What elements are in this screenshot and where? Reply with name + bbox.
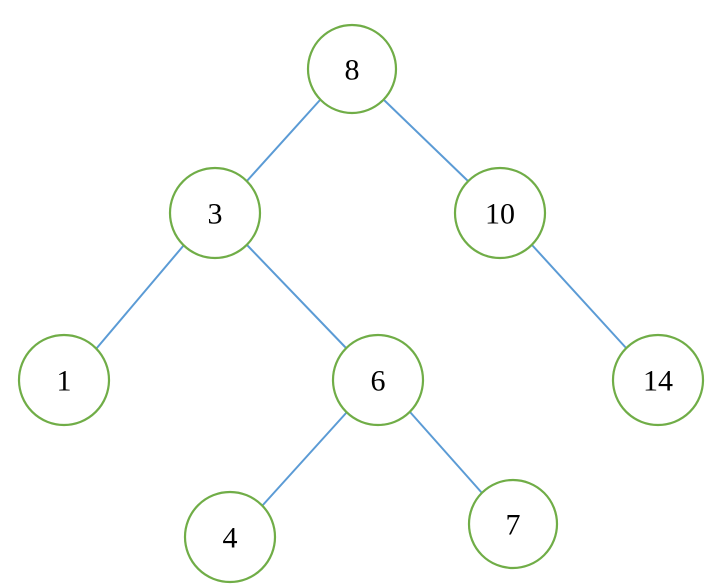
tree-node-circle-10[interactable] [453,166,547,260]
tree-node-14[interactable]: 14 [611,333,705,427]
tree-edge-n10-n14 [531,244,628,350]
tree-node-label-8: 8 [345,54,360,87]
tree-node-label-4: 4 [223,522,238,555]
tree-node-3[interactable]: 3 [168,166,262,260]
tree-edge-n3-n1 [95,244,185,350]
tree-node-label-1: 1 [57,365,72,398]
tree-node-8[interactable]: 8 [306,23,398,115]
tree-node-label-6: 6 [371,365,386,398]
tree-edge-n8-n10 [383,99,470,183]
tree-edges-layer [95,99,628,507]
tree-node-circle-7[interactable] [467,478,559,570]
tree-node-7[interactable]: 7 [467,478,559,570]
tree-node-circle-14[interactable] [611,333,705,427]
tree-node-circle-6[interactable] [331,333,425,427]
tree-node-label-3: 3 [208,198,223,231]
tree-edge-n6-n4 [261,411,348,507]
tree-node-circle-4[interactable] [183,490,277,584]
tree-node-circle-3[interactable] [168,166,262,260]
tree-edge-n6-n7 [409,411,483,494]
tree-nodes-layer: 8 3 10 1 6 14 4 7 [17,23,705,584]
tree-edge-n8-n3 [245,99,321,183]
tree-node-circle-8[interactable] [306,23,398,115]
tree-edge-n3-n6 [246,244,348,350]
tree-node-label-7: 7 [506,509,521,542]
tree-node-label-10: 10 [485,198,515,231]
tree-node-circle-1[interactable] [17,333,111,427]
tree-node-6[interactable]: 6 [331,333,425,427]
tree-node-label-14: 14 [643,365,673,398]
tree-node-10[interactable]: 10 [453,166,547,260]
tree-node-1[interactable]: 1 [17,333,111,427]
tree-node-4[interactable]: 4 [183,490,277,584]
